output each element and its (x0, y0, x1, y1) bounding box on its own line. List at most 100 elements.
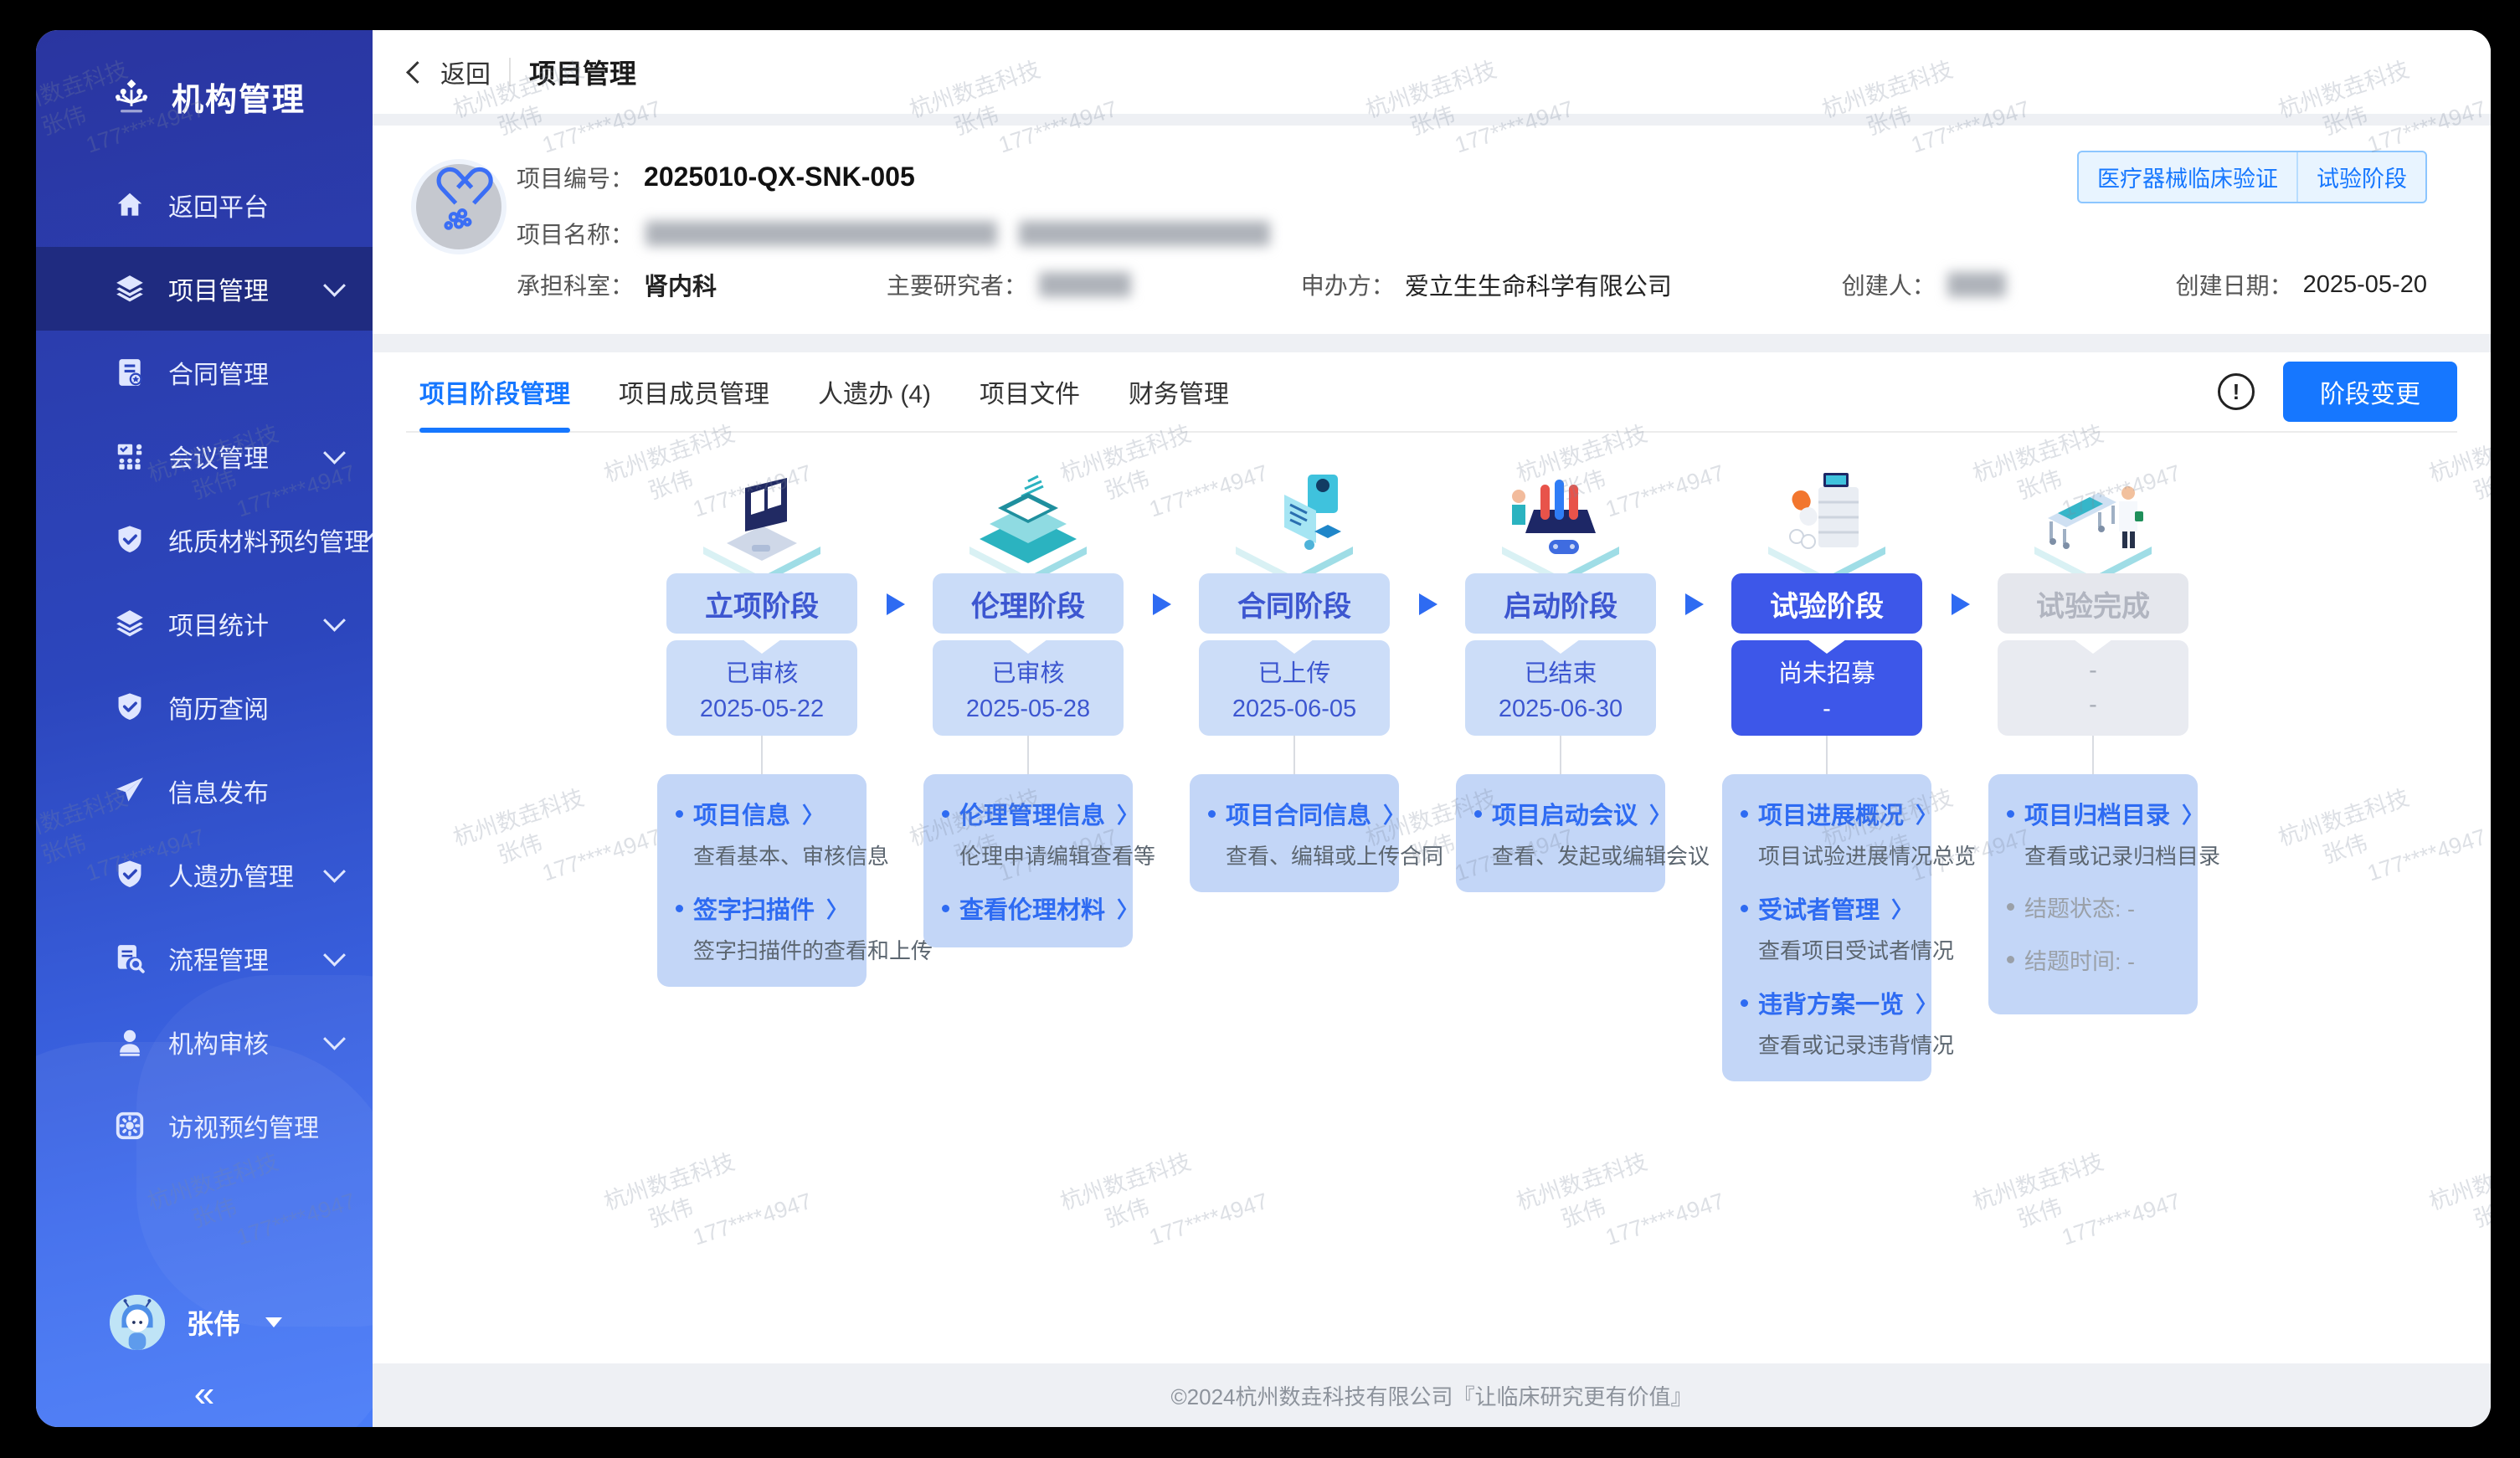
redacted-project-name (645, 221, 998, 246)
stage-status-date: 2025-05-22 (699, 695, 825, 722)
stage-detail-card: 项目归档目录〉查看或记录归档目录结题状态: - 结题时间: - (1988, 774, 2220, 1014)
sidebar-item-5[interactable]: 项目统计 (36, 582, 373, 665)
stage-link-label: 签字扫描件 (693, 897, 815, 924)
sidebar-item-2[interactable]: 合同管理 (36, 331, 373, 414)
stage-link-item: 项目归档目录〉查看或记录归档目录 (2007, 796, 2220, 870)
stage-link-label: 受试者管理 (1758, 897, 1880, 924)
sidebar: 机构管理 返回平台项目管理合同管理会议管理纸质材料预约管理项目统计简历查阅信息发… (36, 30, 488, 1427)
stage-link[interactable]: 项目启动会议〉 (1474, 796, 1671, 831)
chevron-right-icon: 〉 (802, 802, 825, 828)
stage-status-date: - (1823, 695, 1831, 722)
sidebar-item-label: 简历查阅 (168, 696, 269, 724)
badge-stage: 试验阶段 (2296, 152, 2425, 202)
stage-link[interactable]: 受试者管理〉 (1741, 891, 1913, 926)
stage-arrow-icon (1685, 593, 1704, 615)
stage-link[interactable]: 查看伦理材料〉 (942, 891, 1139, 926)
footer: ©2024杭州数垚科技有限公司『让临床研究更有价值』 (373, 1363, 2491, 1427)
sidebar-collapse-button[interactable]: « (193, 1373, 215, 1414)
stage-link[interactable]: 项目合同信息〉 (1208, 796, 1405, 831)
stage-detail-card: 项目进展概况〉项目试验进展情况总览受试者管理〉查看项目受试者情况违背方案一览〉查… (1722, 774, 1976, 1081)
stage-name: 启动阶段 (1465, 573, 1656, 634)
user-menu[interactable]: 张伟 (110, 1295, 283, 1350)
sidebar-item-1[interactable]: 项目管理 (36, 247, 373, 331)
tab-3[interactable]: 项目文件 (980, 381, 1080, 408)
stage-status-box: 已审核 2025-05-22 (666, 640, 857, 736)
chevron-right-icon: 〉 (826, 896, 849, 922)
tab-2[interactable]: 人遗办 (4) (818, 381, 931, 408)
stage-link[interactable]: 违背方案一览〉 (1741, 985, 1937, 1020)
sponsor-value: 爱立生生命科学有限公司 (1404, 274, 1672, 300)
sidebar-item-6[interactable]: 简历查阅 (36, 665, 373, 749)
stage-extra-info: 结题时间: - (2007, 943, 2179, 976)
sidebar-item-9[interactable]: 流程管理 (36, 916, 373, 1000)
chevron-down-icon (323, 943, 346, 967)
bullet-dot-icon (1741, 904, 1748, 912)
stats-layers-icon (113, 607, 147, 640)
contract-icon (113, 356, 147, 389)
shield-check-icon (113, 858, 147, 891)
stage-link-desc: 查看或记录违背情况 (1758, 1033, 1955, 1058)
stage-link-desc: 查看项目受试者情况 (1758, 938, 1955, 963)
sidebar-item-0[interactable]: 返回平台 (36, 163, 373, 247)
tab-1[interactable]: 项目成员管理 (619, 381, 769, 408)
project-avatar (416, 164, 501, 249)
sidebar-item-label: 纸质材料预约管理 (168, 529, 369, 557)
sidebar-item-3[interactable]: 会议管理 (36, 414, 373, 498)
pi-label: 主要研究者： (886, 273, 1027, 299)
bullet-dot-icon (1741, 999, 1748, 1007)
redacted-creator-name (1947, 272, 2006, 297)
stage-link-item: 受试者管理〉查看项目受试者情况 (1741, 891, 1955, 965)
info-exclamation-icon[interactable]: ! (2218, 373, 2255, 410)
stage-link-desc: 查看基本、审核信息 (693, 844, 890, 869)
sidebar-item-label: 返回平台 (168, 194, 269, 222)
project-code-label: 项目编号： (517, 165, 635, 192)
stage-status-text: 已审核 (725, 660, 799, 687)
stage-link-item: 查看伦理材料〉 (942, 891, 1139, 926)
sidebar-item-7[interactable]: 信息发布 (36, 749, 373, 833)
bullet-dot-icon (1474, 809, 1482, 818)
sidebar-item-8[interactable]: 人遗办管理 (36, 833, 373, 916)
stage-status-text: 已审核 (991, 660, 1065, 687)
stage-column-4: 试验阶段尚未招募-项目进展概况〉项目试验进展情况总览受试者管理〉查看项目受试者情… (1722, 461, 1976, 1081)
stage-link[interactable]: 项目归档目录〉 (2007, 796, 2204, 831)
sidebar-item-label: 访视预约管理 (168, 1115, 319, 1142)
project-name-label: 项目名称： (517, 222, 635, 248)
chevron-right-icon: 〉 (1916, 991, 1938, 1017)
stage-change-button[interactable]: 阶段变更 (2283, 362, 2457, 422)
stage-link[interactable]: 伦理管理信息〉 (942, 796, 1139, 831)
chevron-right-icon: 〉 (1383, 802, 1406, 828)
back-button[interactable]: 返回 (440, 61, 491, 89)
chevron-down-icon (323, 608, 346, 632)
sidebar-item-11[interactable]: 访视预约管理 (36, 1084, 373, 1168)
sidebar-item-label: 人遗办管理 (168, 864, 294, 891)
send-icon (113, 774, 147, 808)
bullet-dot-icon (2007, 809, 2014, 818)
tab-4[interactable]: 财务管理 (1129, 381, 1229, 408)
tab-0[interactable]: 项目阶段管理 (419, 352, 570, 433)
stage-name: 试验阶段 (1731, 573, 1922, 634)
stage-name: 试验完成 (1998, 573, 2188, 634)
stage-name: 合同阶段 (1199, 573, 1390, 634)
stage-link-label: 项目进展概况 (1758, 803, 1905, 829)
stage-link-item: 伦理管理信息〉伦理申请编辑查看等 (942, 796, 1155, 870)
sidebar-item-label: 信息发布 (168, 780, 269, 808)
sidebar-item-4[interactable]: 纸质材料预约管理 (36, 498, 378, 582)
stage-link[interactable]: 项目进展概况〉 (1741, 796, 1937, 831)
breadcrumb: 返回 项目管理 (373, 30, 2491, 114)
stage-link[interactable]: 签字扫描件〉 (676, 891, 848, 926)
stage-link-label: 项目合同信息 (1226, 803, 1372, 829)
sidebar-item-10[interactable]: 机构审核 (36, 1000, 373, 1084)
stage-connector-line (1293, 736, 1295, 774)
app-title: 机构管理 (172, 83, 306, 118)
stage-status-date: 2025-06-30 (1498, 695, 1623, 722)
stage-link-desc: 查看、编辑或上传合同 (1226, 844, 1444, 869)
stage-link-label: 违背方案一览 (1758, 992, 1905, 1019)
stage-extra-info: 结题状态: - (2007, 891, 2179, 923)
chevron-right-icon: 〉 (1117, 896, 1139, 922)
chevron-down-icon (323, 441, 346, 465)
stage-link-item: 项目信息〉查看基本、审核信息 (676, 796, 890, 870)
sidebar-item-label: 项目统计 (168, 613, 269, 640)
stage-link[interactable]: 项目信息〉 (676, 796, 848, 831)
